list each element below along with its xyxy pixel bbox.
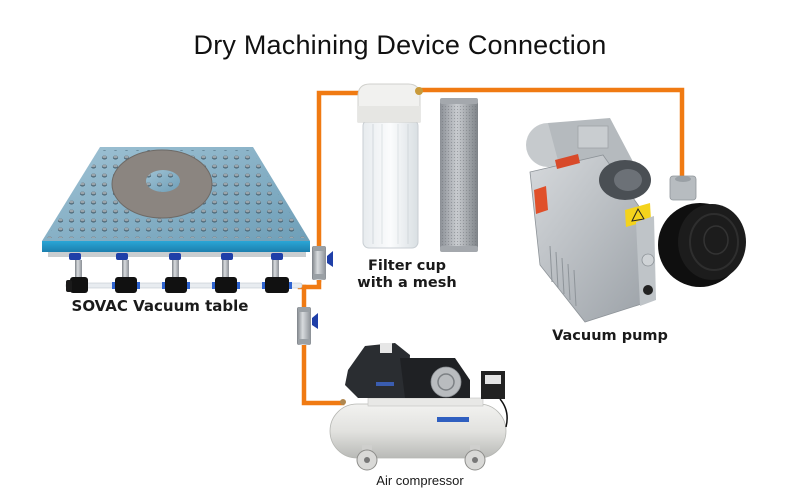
inline-valve-upper bbox=[312, 246, 333, 280]
table-valve bbox=[212, 253, 240, 293]
table-side-edge bbox=[42, 241, 310, 252]
pipe-filter-to-pump bbox=[417, 87, 685, 181]
filter-cup-body bbox=[362, 119, 419, 249]
filter-mesh-cartridge bbox=[440, 98, 478, 252]
air-compressor-label: Air compressor bbox=[376, 473, 464, 488]
pipe-table-to-filter bbox=[316, 90, 361, 283]
table-valve bbox=[112, 253, 140, 293]
filter-label-line1: Filter cup bbox=[367, 258, 447, 274]
table-valve bbox=[162, 253, 190, 293]
inline-valve-lower bbox=[297, 307, 318, 345]
vacuum-table bbox=[42, 147, 310, 293]
filter-cup bbox=[357, 83, 423, 249]
pipe-junction-to-compressor bbox=[301, 284, 345, 406]
diagram-title: Dry Machining Device Connection bbox=[193, 30, 607, 60]
workpiece-disc bbox=[111, 149, 213, 219]
vacuum-pump bbox=[526, 118, 746, 323]
table-valve bbox=[66, 253, 88, 293]
table-valve bbox=[262, 253, 292, 293]
compressor-wheel bbox=[464, 445, 486, 471]
vacuum-pump-label: Vacuum pump bbox=[552, 328, 668, 344]
pump-exhaust-filter bbox=[658, 203, 746, 287]
compressor-head bbox=[345, 343, 410, 398]
compressor-wheel bbox=[356, 445, 378, 471]
vacuum-table-label: SOVAC Vacuum table bbox=[71, 297, 249, 315]
compressor-motor bbox=[430, 366, 462, 398]
air-compressor bbox=[329, 343, 508, 471]
filter-label: Filter cup with a mesh bbox=[352, 258, 462, 292]
filter-label-line2: with a mesh bbox=[357, 275, 457, 291]
pipe-junction bbox=[297, 276, 322, 290]
pump-brand-plate bbox=[534, 186, 548, 214]
filter-inlet-fitting bbox=[415, 87, 423, 95]
